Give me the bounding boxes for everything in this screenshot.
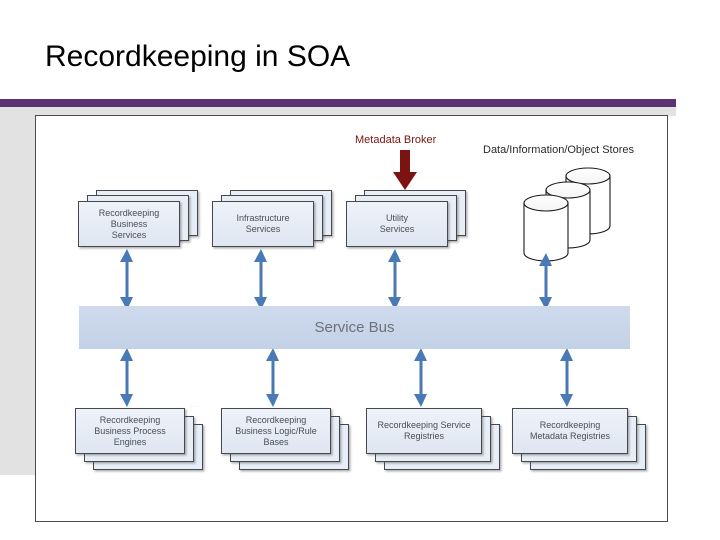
node-label: Recordkeeping Business Process Engines <box>94 414 166 447</box>
stack-sheet-front: Recordkeeping Business Process Engines <box>75 408 185 454</box>
stack-sheet-front: Recordkeeping Business Logic/Rule Bases <box>221 408 331 454</box>
node-utility-services[interactable]: Utility Services <box>346 190 466 252</box>
node-recordkeeping-business-logic-rule-bases[interactable]: Recordkeeping Business Logic/Rule Bases <box>221 408 351 474</box>
node-infrastructure-services[interactable]: Infrastructure Services <box>212 190 332 252</box>
node-recordkeeping-metadata-registries[interactable]: Recordkeeping Metadata Registries <box>512 408 648 474</box>
stack-sheet-front: Infrastructure Services <box>212 201 314 247</box>
node-label: Recordkeeping Business Services <box>98 207 160 240</box>
node-recordkeeping-business-services[interactable]: Recordkeeping Business Services <box>78 190 198 252</box>
top-gray-strip <box>36 107 676 116</box>
node-label: Recordkeeping Business Logic/Rule Bases <box>235 414 317 447</box>
node-recordkeeping-service-registries[interactable]: Recordkeeping Service Registries <box>366 408 502 474</box>
node-label: Utility Services <box>379 213 415 234</box>
service-bus-label: Service Bus <box>314 319 395 336</box>
title-accent-rule <box>0 99 676 107</box>
data-stores-label: Data/Information/Object Stores <box>483 144 635 156</box>
stack-sheet-front: Recordkeeping Service Registries <box>366 408 482 454</box>
stack-sheet-front: Utility Services <box>346 201 448 247</box>
service-bus[interactable]: Service Bus <box>79 306 630 349</box>
stack-sheet-front: Recordkeeping Business Services <box>78 201 180 247</box>
left-gray-band <box>0 107 36 475</box>
stack-sheet-front: Recordkeeping Metadata Registries <box>512 408 628 454</box>
panel-footer-ghost-text: ... <box>190 402 199 409</box>
node-label: Infrastructure Services <box>236 213 290 234</box>
metadata-broker-label: Metadata Broker <box>355 134 437 146</box>
node-label: Recordkeeping Service Registries <box>377 420 471 441</box>
page-title: Recordkeeping in SOA <box>45 40 351 73</box>
node-label: Recordkeeping Metadata Registries <box>529 420 611 441</box>
node-recordkeeping-business-process-engines[interactable]: Recordkeeping Business Process Engines <box>75 408 205 474</box>
